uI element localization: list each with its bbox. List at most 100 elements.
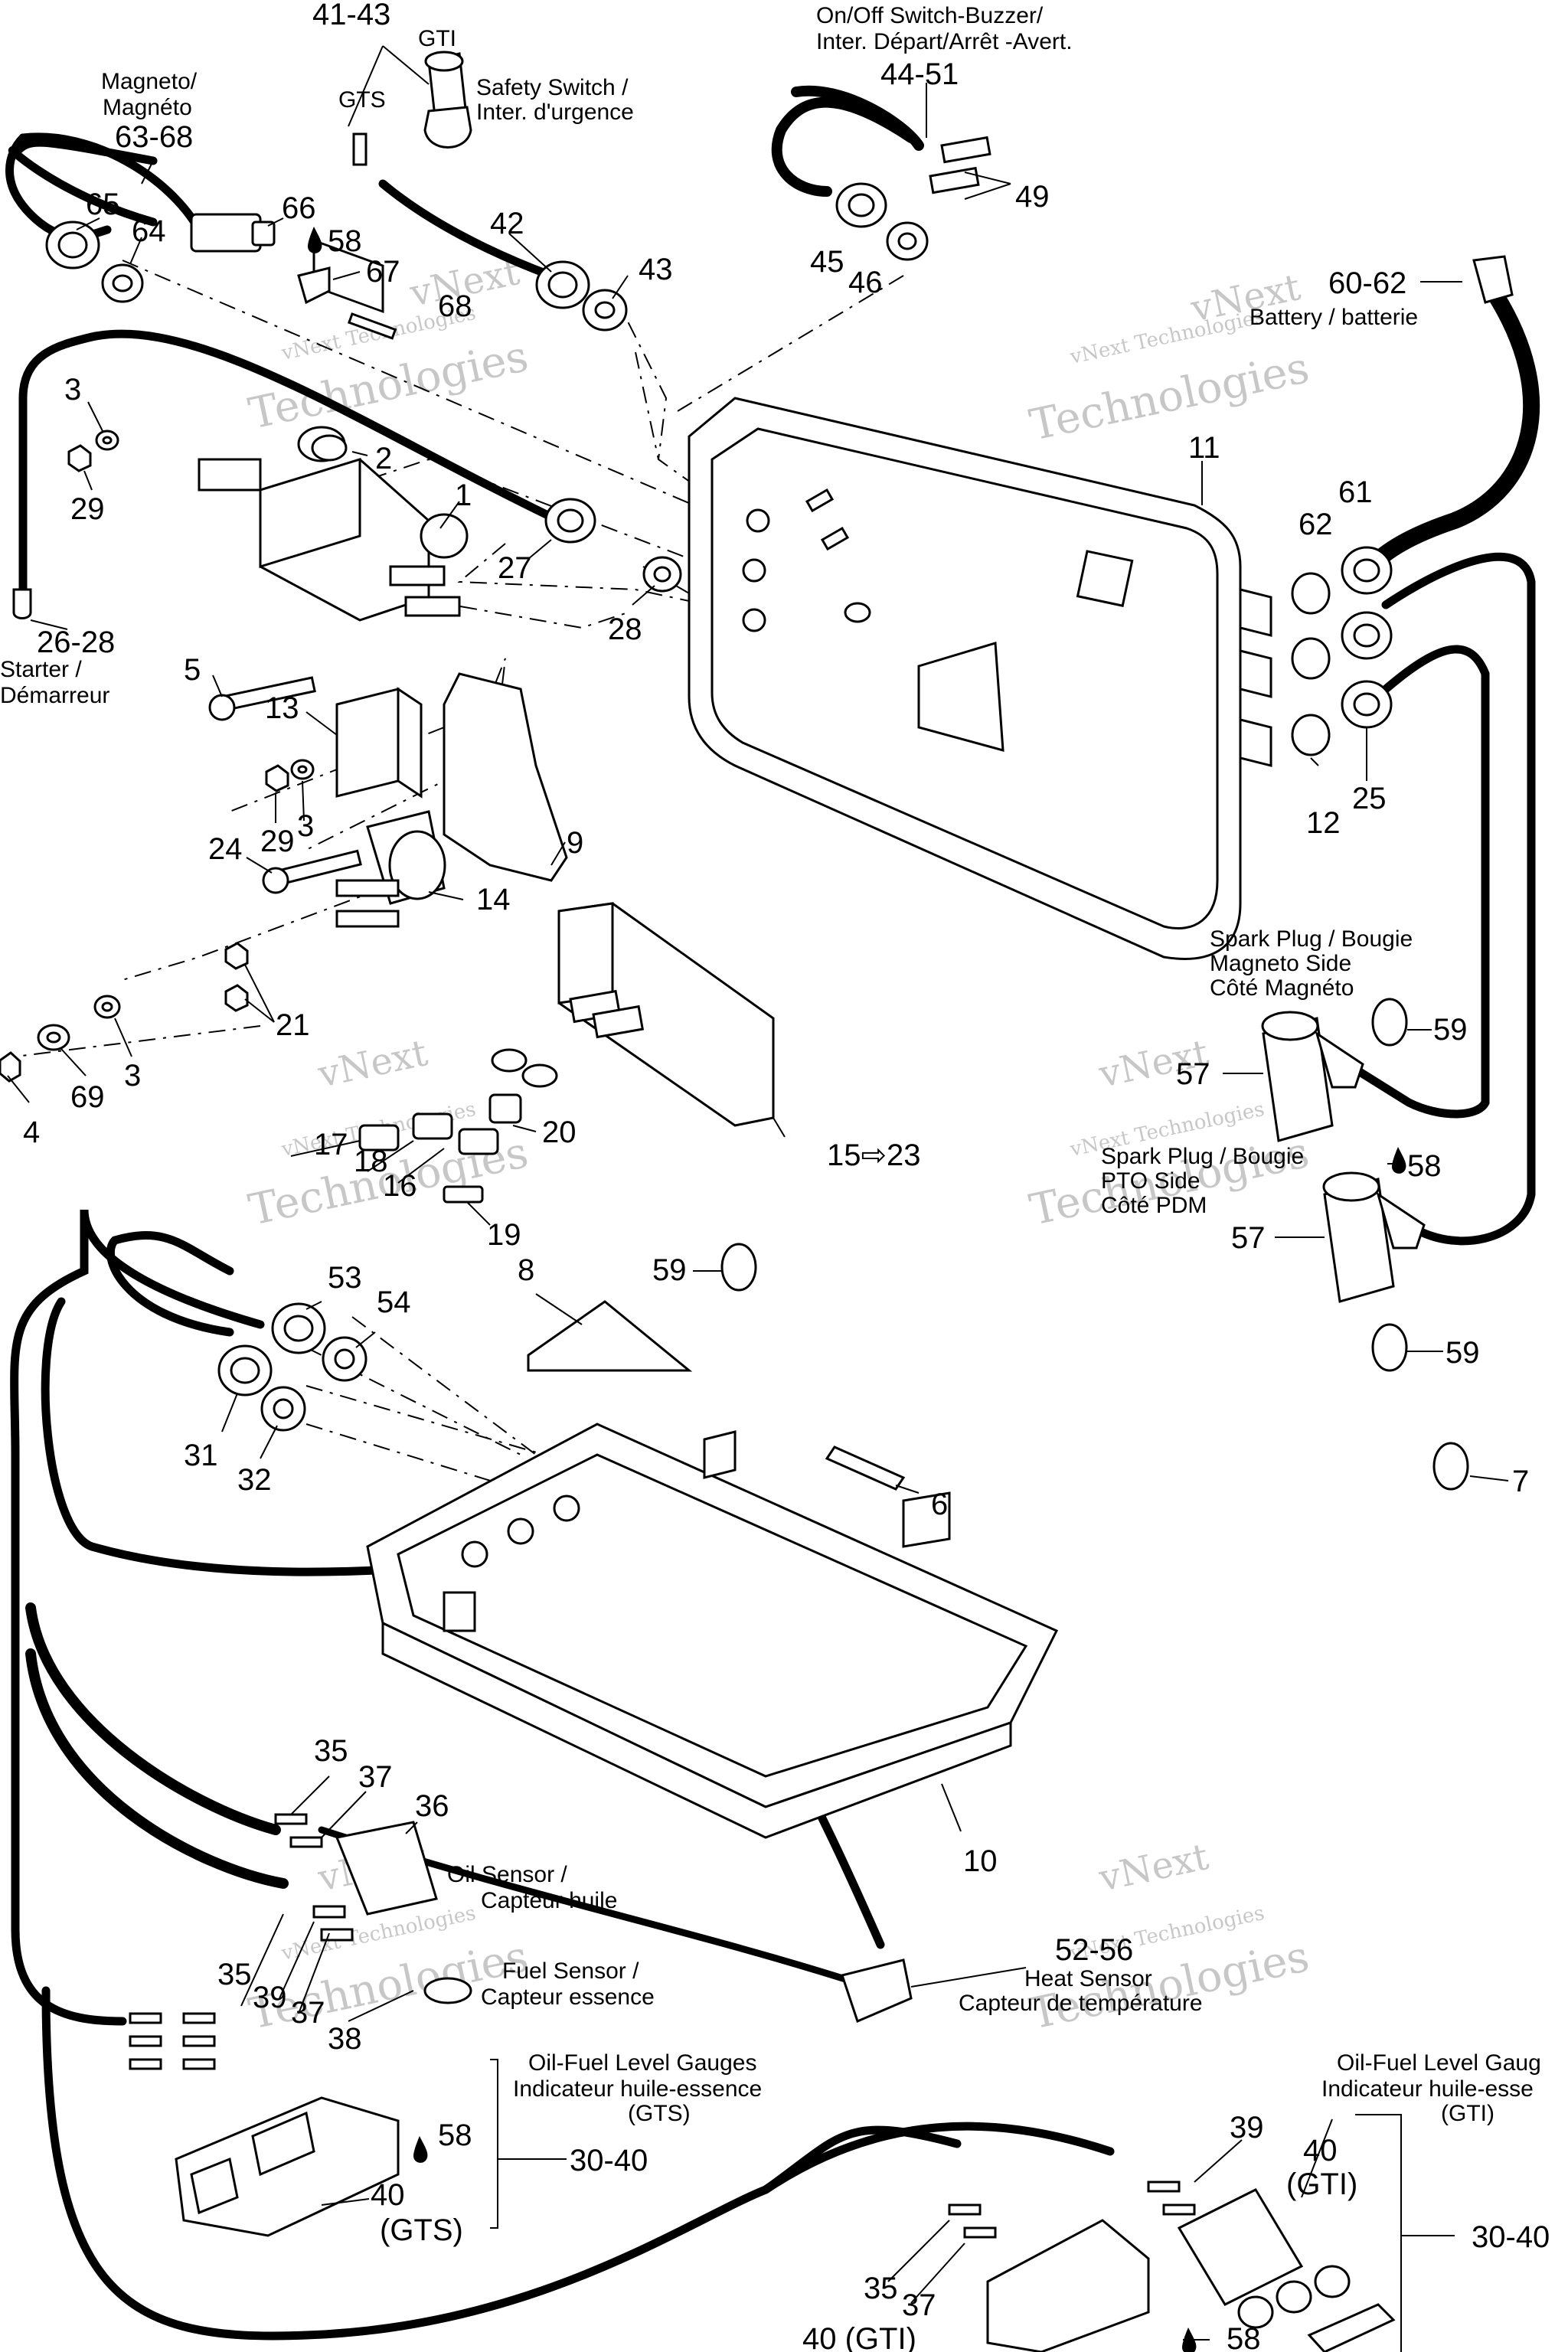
nut-21 <box>224 942 249 1012</box>
caption-gauges-gts: Oil-Fuel Level Gauges <box>528 2050 756 2076</box>
callout-61: 61 <box>1338 475 1373 509</box>
callout-27: 27 <box>498 551 532 585</box>
callout-67: 67 <box>366 255 400 289</box>
callout-11: 11 <box>1188 431 1220 465</box>
callout-57: 57 <box>1176 1057 1210 1091</box>
callout-39: 39 <box>253 1981 287 2014</box>
callout-18: 18 <box>354 1145 388 1178</box>
callout-36: 36 <box>415 1789 449 1823</box>
connector-66-plug <box>251 220 276 247</box>
callout-58: 58 <box>1227 2322 1261 2352</box>
caption-fuel-sensor: Capteur essence <box>481 1984 655 2010</box>
starter-terminal <box>12 588 32 619</box>
leader-lines <box>7 45 1509 2352</box>
fuel-sensor-connector <box>312 1905 472 2004</box>
callout-62: 62 <box>1298 508 1333 541</box>
caption-heat-sensor: Capteur de température <box>959 1991 1203 2016</box>
callout-24: 24 <box>208 832 243 866</box>
callout-43: 43 <box>639 253 673 286</box>
drop-icon <box>1392 1147 1406 1174</box>
callout-45: 45 <box>810 245 844 279</box>
knurled-nut-27 <box>544 498 596 544</box>
callout-8: 8 <box>518 1253 534 1287</box>
grommet-46 <box>886 221 929 261</box>
callout-59: 59 <box>652 1253 687 1287</box>
knurled-nut-45 <box>835 182 887 228</box>
callout-69: 69 <box>70 1080 105 1114</box>
callout-30-40: 30-40 <box>570 2144 648 2177</box>
spark-plug-cap-magneto <box>1261 1011 1364 1142</box>
knurled-nut-61 <box>1341 546 1393 595</box>
callout-28: 28 <box>608 612 642 646</box>
knurled-nut-53 <box>271 1302 326 1354</box>
callout-64: 64 <box>132 214 166 248</box>
caption-spark-plug-magneto: Magneto Side <box>1210 951 1351 976</box>
washer-3b <box>290 759 315 780</box>
tie-wraps <box>720 998 1469 1491</box>
watermark-text: Technologies <box>1025 343 1313 451</box>
caption-battery: Battery / batterie <box>1250 305 1418 330</box>
ground-strap-8 <box>527 1300 693 1372</box>
electronic-module <box>557 902 775 1127</box>
callout-40-gti: (GTI) <box>1286 2167 1357 2201</box>
caption-spark-plug-magneto: Côté Magnéto <box>1210 975 1354 1001</box>
spark-plug-cap-pto <box>1322 1171 1426 1303</box>
heat-sensor <box>841 1958 913 2024</box>
callout-44-51: 44-51 <box>880 57 959 91</box>
connector-49 <box>929 136 991 194</box>
caption-spark-plug-pto: PTO Side <box>1101 1168 1200 1194</box>
callout-29: 29 <box>70 492 105 526</box>
callout-10: 10 <box>963 1844 998 1878</box>
callout-3: 3 <box>124 1059 141 1093</box>
callout-58: 58 <box>328 224 362 258</box>
callout-35: 35 <box>217 1958 252 1991</box>
callout-20: 20 <box>542 1116 577 1149</box>
parts <box>0 51 1514 2352</box>
watermark-text: vNext <box>314 1031 431 1096</box>
assembly-lines <box>15 260 904 1547</box>
grommet-64 <box>101 263 144 303</box>
battery-terminal <box>1472 255 1514 304</box>
electrical-box-upper <box>688 397 1272 960</box>
clip-67 <box>297 266 331 305</box>
caption-safety-switch: Safety Switch / <box>476 75 629 100</box>
electrical-box-lower <box>366 1423 1059 1839</box>
starter-relay-14 <box>335 810 446 928</box>
callout-65: 65 <box>86 188 120 221</box>
grommet-32 <box>260 1386 306 1432</box>
callout-40: 40 <box>371 2178 405 2212</box>
knurled-nut-25 <box>1341 680 1393 729</box>
insulator-2 <box>311 434 348 462</box>
callout-2: 2 <box>375 442 392 475</box>
callout-57: 57 <box>1231 1221 1266 1255</box>
caption-magneto: Magnéto <box>103 95 192 120</box>
callout-12: 12 <box>1306 806 1341 840</box>
drop-icon <box>413 2136 428 2163</box>
caption-oil-sensor: Oil Sensor / <box>447 1862 567 1887</box>
callout-59: 59 <box>1446 1336 1480 1370</box>
lubricant-drop-icons <box>308 227 1406 2352</box>
callout-63-68: 63-68 <box>115 120 193 154</box>
callout-38: 38 <box>328 2022 362 2056</box>
drop-icon <box>1182 2328 1197 2352</box>
callout-6: 6 <box>931 1488 948 1521</box>
drop-icon <box>308 227 322 253</box>
caption-gauges-gts: Indicateur huile-essence <box>513 2076 762 2102</box>
callout-35: 35 <box>864 2272 898 2305</box>
callout-40-gti: 40 (GTI) <box>802 2322 916 2352</box>
grommet-43 <box>582 289 628 332</box>
callout-42: 42 <box>490 207 524 240</box>
label-gts: GTS <box>338 87 386 113</box>
caption-gauges-gti: Oil-Fuel Level Gaug <box>1337 2050 1541 2076</box>
knurled-nut-61b <box>1341 611 1393 660</box>
label-gti: GTI <box>418 26 456 51</box>
caption-gauges-gts: (GTS) <box>628 2101 691 2126</box>
callout-21: 21 <box>276 1008 310 1042</box>
caption-magneto: Magneto/ <box>101 69 198 94</box>
washer-3c <box>93 995 121 1019</box>
callout-9: 9 <box>567 826 583 860</box>
fuse-holders <box>358 1048 558 1204</box>
knurled-nut-65 <box>45 220 100 270</box>
callout-53: 53 <box>328 1261 362 1295</box>
